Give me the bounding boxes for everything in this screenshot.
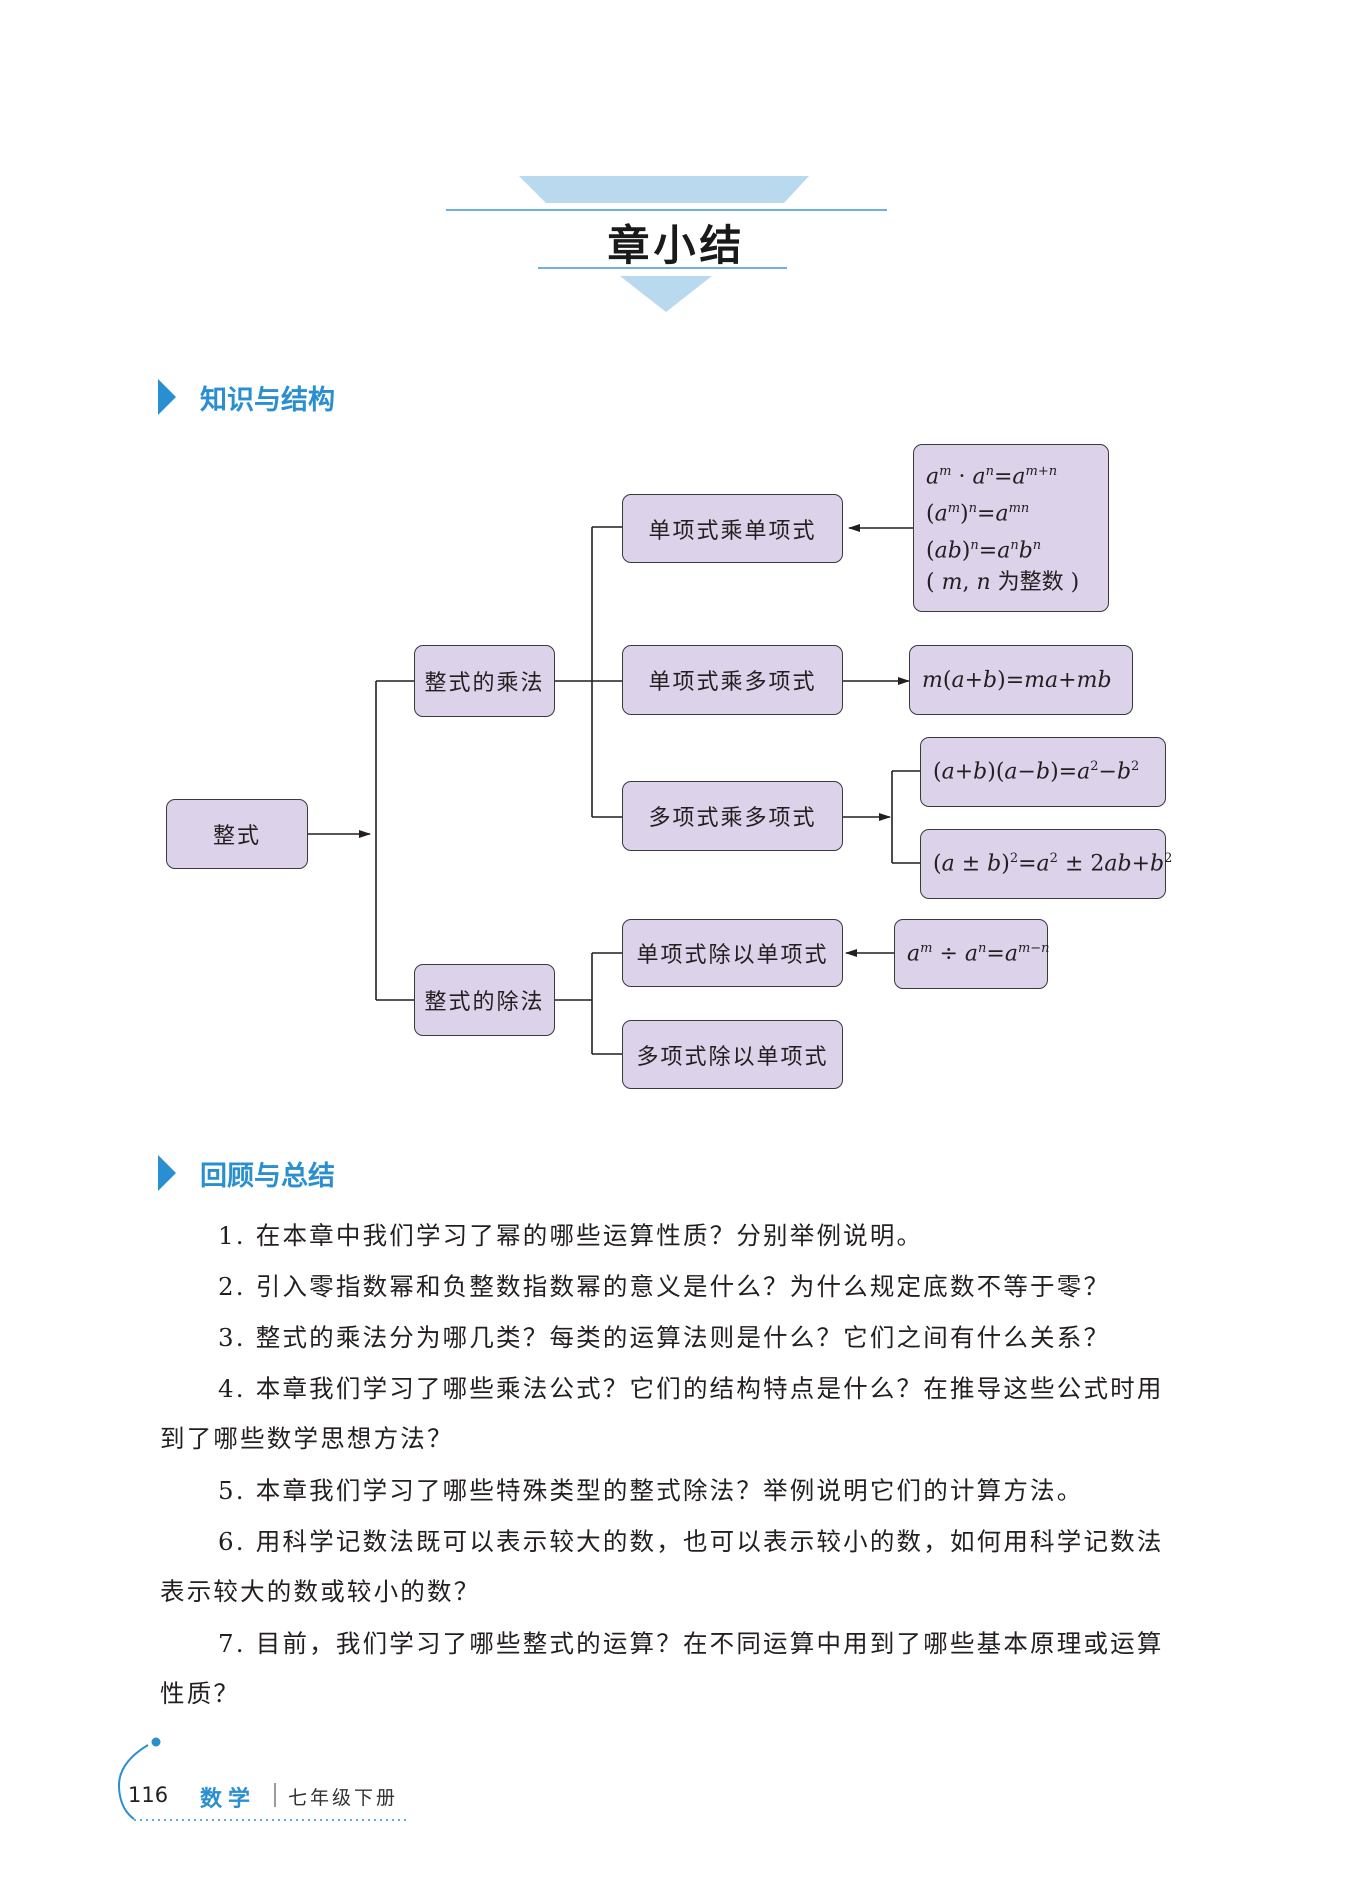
footer-separator <box>274 1783 276 1807</box>
review-question: 3. 整式的乘法分为哪几类？每类的运算法则是什么？它们之间有什么关系？ <box>218 1323 1111 1352</box>
diagram-connectors <box>308 524 920 1055</box>
node-poly-div-mono: 多项式除以单项式 <box>622 1020 843 1089</box>
formula-difference-of-squares: (a+b)(a−b)=a2−b2 <box>920 737 1166 807</box>
section-marker-icon <box>158 1155 176 1191</box>
review-question: 7. 目前，我们学习了哪些整式的运算？在不同运算中用到了哪些基本原理或运算性质？ <box>160 1629 1164 1708</box>
footer-arc <box>117 1744 149 1820</box>
banner-top-trapezoid <box>519 176 809 203</box>
review-question: 5. 本章我们学习了哪些特殊类型的整式除法？举例说明它们的计算方法。 <box>218 1476 1084 1505</box>
chapter-title: 章小结 <box>607 221 746 270</box>
section-heading-review: 回顾与总结 <box>158 1153 335 1193</box>
formula-integer-condition: ( m, n 为整数 ) <box>926 570 1080 595</box>
formula-power-of-power: (am)n=amn <box>926 501 1030 527</box>
footer-dot <box>151 1737 161 1747</box>
banner-bottom-triangle <box>620 276 712 312</box>
review-question: 4. 本章我们学习了哪些乘法公式？它们的结构特点是什么？在推导这些公式时用到了哪… <box>160 1374 1164 1453</box>
node-multiplication: 整式的乘法 <box>414 645 555 717</box>
node-poly-times-poly: 多项式乘多项式 <box>622 781 843 851</box>
section-heading-structure: 知识与结构 <box>158 377 335 417</box>
footer-subject: 数学 <box>200 1787 257 1812</box>
review-question: 2. 引入零指数幂和负整数指数幂的意义是什么？为什么规定底数不等于零？ <box>218 1272 1111 1301</box>
section-title: 回顾与总结 <box>200 1160 335 1192</box>
review-question: 1. 在本章中我们学习了幂的哪些运算性质？分别举例说明。 <box>218 1221 924 1250</box>
footer-grade: 七年级下册 <box>288 1787 399 1809</box>
formula-power-quotient: am ÷ an=am−n <box>894 919 1050 989</box>
section-title: 知识与结构 <box>200 384 335 416</box>
formula-box-power-rules: am · an=am+n (am)n=amn (ab)n=anbn ( m, n… <box>913 444 1109 612</box>
title-banner-decoration <box>446 176 887 312</box>
section-marker-icon <box>158 379 176 415</box>
formula-power-of-product: (ab)n=anbn <box>926 538 1042 564</box>
node-division: 整式的除法 <box>414 964 555 1036</box>
node-polynomial: 整式 <box>166 799 308 869</box>
node-mono-times-mono: 单项式乘单项式 <box>622 494 843 563</box>
footer-decoration <box>117 1737 410 1821</box>
formula-power-product: am · an=am+n <box>926 464 1058 490</box>
node-mono-div-mono: 单项式除以单项式 <box>622 919 843 987</box>
formula-distributive: m(a+b)=ma+mb <box>909 645 1133 715</box>
node-mono-times-poly: 单项式乘多项式 <box>622 645 843 715</box>
review-question: 6. 用科学记数法既可以表示较大的数，也可以表示较小的数，如何用科学记数法表示较… <box>160 1527 1164 1606</box>
page-number: 116 <box>128 1783 169 1807</box>
formula-perfect-square: (a ± b)2=a2 ± 2ab+b2 <box>920 829 1172 899</box>
